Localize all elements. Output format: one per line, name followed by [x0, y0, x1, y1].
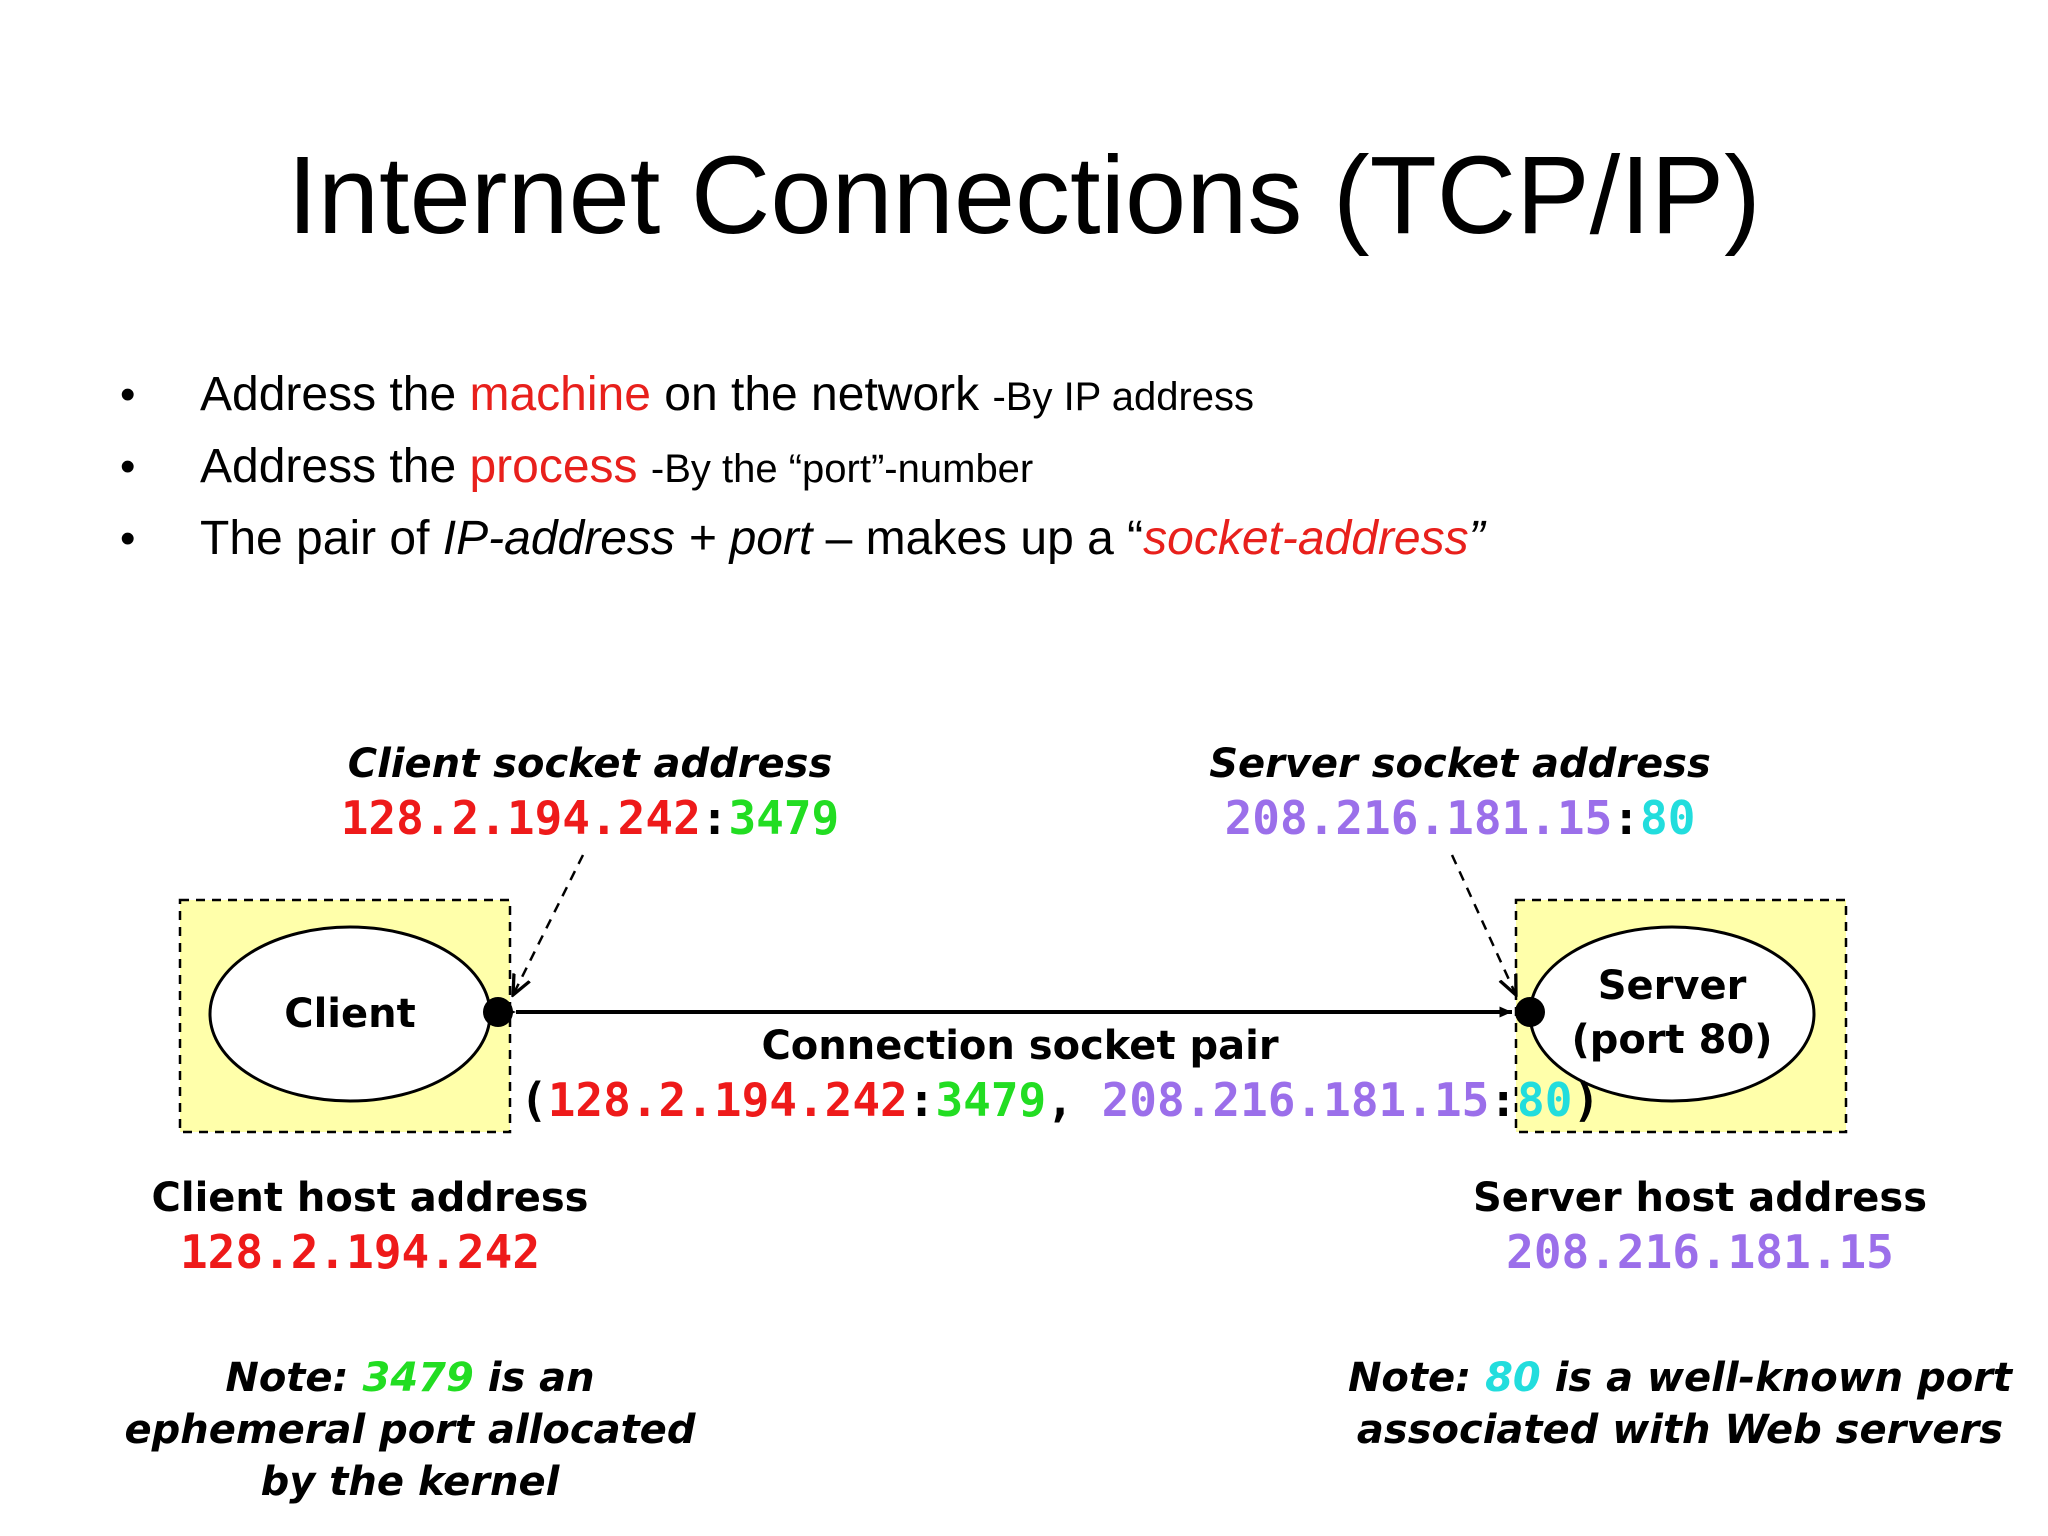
client-socket-pointer — [513, 854, 585, 995]
client-note-line1: Note: 3479 is an — [225, 1355, 595, 1401]
bullet-item-machine: Address the machine on the network -By I… — [120, 360, 1485, 432]
connection-socket-pair: (128.2.194.242:3479, 208.216.181.15:80) — [520, 1073, 1601, 1127]
client-note-line3: by the kernel — [260, 1459, 560, 1505]
pair-client-ip: 128.2.194.242 — [547, 1073, 908, 1127]
client-note-line2: ephemeral port allocated — [124, 1407, 696, 1453]
highlight-socket-address: socket-address — [1143, 512, 1469, 565]
bullet-item-process: Address the process -By the “port”-numbe… — [120, 432, 1485, 504]
server-host-label: Server host address — [1472, 1175, 1928, 1221]
server-socket-dot — [1515, 997, 1545, 1027]
connection-label: Connection socket pair — [761, 1023, 1279, 1069]
client-socket-dot — [483, 997, 513, 1027]
server-socket-port: 80 — [1640, 791, 1696, 845]
server-note-line1: Note: 80 is a well-known port — [1347, 1355, 2013, 1401]
client-label: Client — [284, 991, 416, 1037]
pair-server-port: 80 — [1517, 1073, 1573, 1127]
highlight-machine: machine — [469, 368, 651, 421]
highlight-process: process — [469, 440, 638, 493]
client-socket-port: 3479 — [728, 791, 840, 845]
server-note-port: 80 — [1485, 1355, 1541, 1401]
bullet-item-socket-address: The pair of IP-address + port – makes up… — [120, 504, 1485, 574]
bullet-note-ip: -By IP address — [992, 375, 1255, 419]
pair-server-ip: 208.216.181.15 — [1101, 1073, 1490, 1127]
client-socket-address: 128.2.194.242:3479 — [340, 791, 840, 845]
pair-client-port: 3479 — [935, 1073, 1047, 1127]
client-note: Note: 3479 is an ephemeral port allocate… — [110, 1352, 710, 1508]
server-socket-pointer — [1450, 854, 1516, 995]
server-label-line2: (port 80) — [1571, 1017, 1773, 1063]
server-host-address: 208.216.181.15 — [1506, 1225, 1894, 1279]
server-socket-label: Server socket address — [1209, 741, 1711, 787]
bullet-list: Address the machine on the network -By I… — [120, 360, 1485, 574]
server-label-line1: Server — [1597, 963, 1747, 1009]
server-socket-ip: 208.216.181.15 — [1224, 791, 1613, 845]
server-note: Note: 80 is a well-known port associated… — [1330, 1352, 2030, 1456]
slide-title: Internet Connections (TCP/IP) — [287, 134, 1761, 257]
client-host-address: 128.2.194.242 — [179, 1225, 541, 1279]
client-socket-ip: 128.2.194.242 — [340, 791, 701, 845]
client-socket-label: Client socket address — [347, 741, 833, 787]
server-socket-address: 208.216.181.15:80 — [1224, 791, 1696, 845]
client-host-label: Client host address — [151, 1175, 589, 1221]
client-note-port: 3479 — [362, 1355, 474, 1401]
italic-ip-port: IP-address + port — [442, 512, 813, 565]
server-note-line2: associated with Web servers — [1356, 1407, 2004, 1453]
bullet-note-port: -By the “port”-number — [650, 447, 1034, 491]
